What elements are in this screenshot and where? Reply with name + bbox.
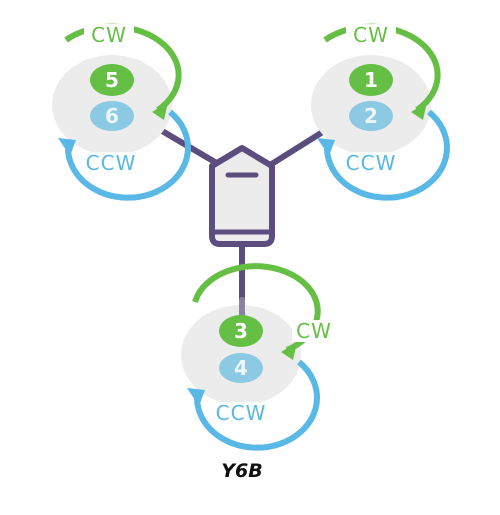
ccw-label: CCW: [216, 401, 267, 425]
ccw-rotation-arc: [193, 359, 320, 451]
motor-badge-bottom: [349, 101, 393, 131]
cw-label: CW: [353, 23, 389, 47]
ccw-rotation-arc: [323, 109, 450, 201]
frame-body: [209, 145, 275, 247]
ccw-arrow-icon: [187, 388, 205, 406]
cw-label: CW: [296, 319, 332, 343]
motor-badge-top: [90, 64, 134, 96]
motor-pod-right: CW CCW 2 1: [311, 23, 450, 201]
cw-label-bg: [84, 24, 134, 46]
cw-arrow-icon: [281, 342, 297, 360]
motor-badge-top: [219, 315, 263, 347]
frame-body-outline: [209, 145, 275, 247]
cw-label: CW: [91, 23, 127, 47]
motor-badge-bottom: [90, 101, 134, 131]
ccw-label: CCW: [86, 151, 137, 175]
cw-label-bg: [292, 320, 336, 342]
motor-number-4: 4: [234, 356, 248, 380]
cw-arrow-icon: [152, 102, 168, 120]
motor-badge-bottom: [219, 353, 263, 383]
ccw-arrow-icon: [317, 138, 335, 156]
motor-pod-left: CW CCW 6 5: [52, 23, 191, 201]
ccw-label-bg: [210, 402, 272, 424]
cw-arrow-icon: [411, 102, 427, 120]
motor-pod-bottom: CW CCW 4 3: [181, 263, 336, 451]
motor-number-1: 1: [364, 68, 378, 92]
ccw-arrow-icon: [58, 138, 76, 156]
motor-number-2: 2: [364, 104, 378, 128]
motor-number-5: 5: [105, 68, 119, 92]
motor-number-6: 6: [105, 104, 119, 128]
frame-name-label: Y6B: [221, 460, 262, 482]
motor-number-3: 3: [234, 319, 248, 343]
ccw-label: CCW: [346, 151, 397, 175]
ccw-label-bg: [340, 152, 402, 174]
cw-label-bg: [346, 24, 396, 46]
ccw-label-bg: [80, 152, 142, 174]
ccw-rotation-arc: [64, 109, 191, 201]
motor-badge-top: [349, 64, 393, 96]
